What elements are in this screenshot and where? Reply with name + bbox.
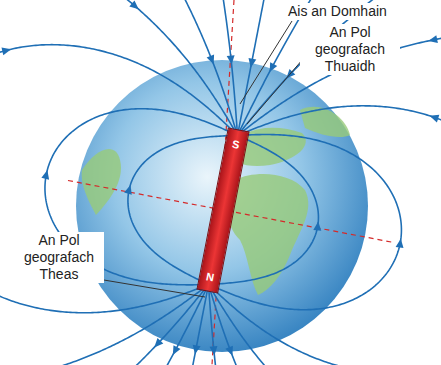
field-arrow xyxy=(210,346,218,355)
field-arrow xyxy=(396,239,404,248)
field-arrow xyxy=(430,115,440,123)
leader-line xyxy=(240,21,292,104)
field-line xyxy=(27,0,237,135)
callout-label: An Pol geografach Theas xyxy=(14,232,104,283)
field-arrow xyxy=(154,338,163,347)
pole-letter: S xyxy=(231,137,240,150)
leader-lines xyxy=(86,21,309,297)
field-arrow xyxy=(129,0,138,9)
field-line xyxy=(208,285,441,365)
field-line xyxy=(0,0,238,135)
field-arrow xyxy=(193,345,201,355)
field-arrow xyxy=(124,185,132,195)
continents xyxy=(82,107,350,295)
field-line xyxy=(208,32,441,365)
callout-label: Ais an Domhain xyxy=(286,3,389,20)
field-arrow xyxy=(270,62,278,72)
field-line xyxy=(208,285,356,365)
field-line xyxy=(0,0,238,365)
field-arrow xyxy=(428,35,438,43)
field-line xyxy=(238,0,441,135)
field-arrow xyxy=(225,346,233,356)
field-arrow xyxy=(207,55,215,65)
continent xyxy=(227,174,309,295)
pole-letter: N xyxy=(205,270,215,283)
field-line xyxy=(238,0,441,135)
field-arrow xyxy=(227,55,235,64)
field-arrow xyxy=(313,221,321,230)
field-arrow xyxy=(41,170,49,180)
field-arrow xyxy=(249,58,257,68)
field-arrow xyxy=(173,345,181,355)
field-arrow xyxy=(2,47,12,55)
continent xyxy=(82,149,121,215)
callout-label: An Pol geografach Thuaidh xyxy=(300,24,400,75)
